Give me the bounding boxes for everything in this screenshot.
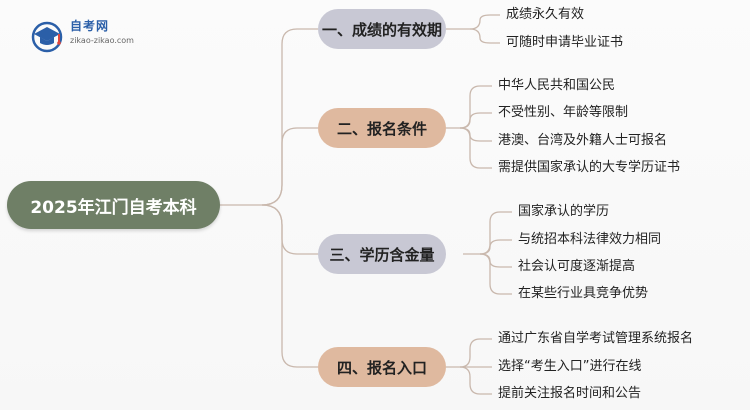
connector-b2-l2 (459, 112, 492, 129)
connector-b2-l4 (459, 127, 492, 169)
leaf-item: 通过广东省自学考试管理系统报名 (498, 331, 694, 346)
connector-b4-l3 (459, 366, 492, 395)
connector-b2-l1 (446, 85, 492, 129)
connector-root-b2 (261, 127, 318, 206)
site-logo[interactable]: 自考网 zikao-zikao.com (30, 18, 134, 54)
leaf-item: 不受性别、年龄等限制 (498, 105, 629, 120)
branch-requirements: 二、报名条件 (318, 108, 446, 148)
connector-b1-l2 (469, 28, 500, 44)
branch-registration: 四、报名入口 (318, 347, 446, 387)
leaf-item: 与统招本科法律效力相同 (518, 232, 662, 247)
leaf-item: 港澳、台湾及外籍人士可报名 (498, 133, 668, 148)
root-node: 2025年江门自考本科 (7, 181, 220, 229)
connector-root-b1 (220, 28, 318, 206)
leaf-item: 在某些行业具竞争优势 (518, 286, 649, 301)
leaf-item: 社会认可度逐渐提高 (518, 259, 636, 274)
leaf-item: 可随时申请毕业证书 (506, 35, 624, 50)
branch-validity: 一、成绩的有效期 (318, 9, 446, 49)
connector-b3-l3 (479, 253, 512, 268)
connector-b1-l1 (446, 14, 500, 30)
logo-url: zikao-zikao.com (70, 36, 134, 45)
leaf-item: 国家承认的学历 (518, 204, 610, 219)
connector-b4-l1 (446, 338, 492, 368)
connector-root-b3 (261, 204, 318, 255)
leaf-item: 选择“考生入口”进行在线 (498, 359, 642, 374)
connector-b3-l1 (463, 211, 512, 255)
leaf-item: 成绩永久有效 (506, 7, 585, 22)
connector-b3-l2 (479, 239, 512, 255)
branch-degree-value: 三、学历含金量 (318, 234, 446, 274)
leaf-item: 需提供国家承认的大专学历证书 (498, 160, 681, 175)
connector-root-b4 (261, 204, 318, 368)
connector-b2-l3 (459, 127, 492, 142)
leaf-item: 中华人民共和国公民 (498, 78, 616, 93)
graduation-cap-icon (31, 21, 63, 53)
connector-b3-l4 (479, 253, 512, 295)
leaf-item: 提前关注报名时间和公告 (498, 386, 642, 401)
logo-name: 自考网 (70, 19, 110, 33)
